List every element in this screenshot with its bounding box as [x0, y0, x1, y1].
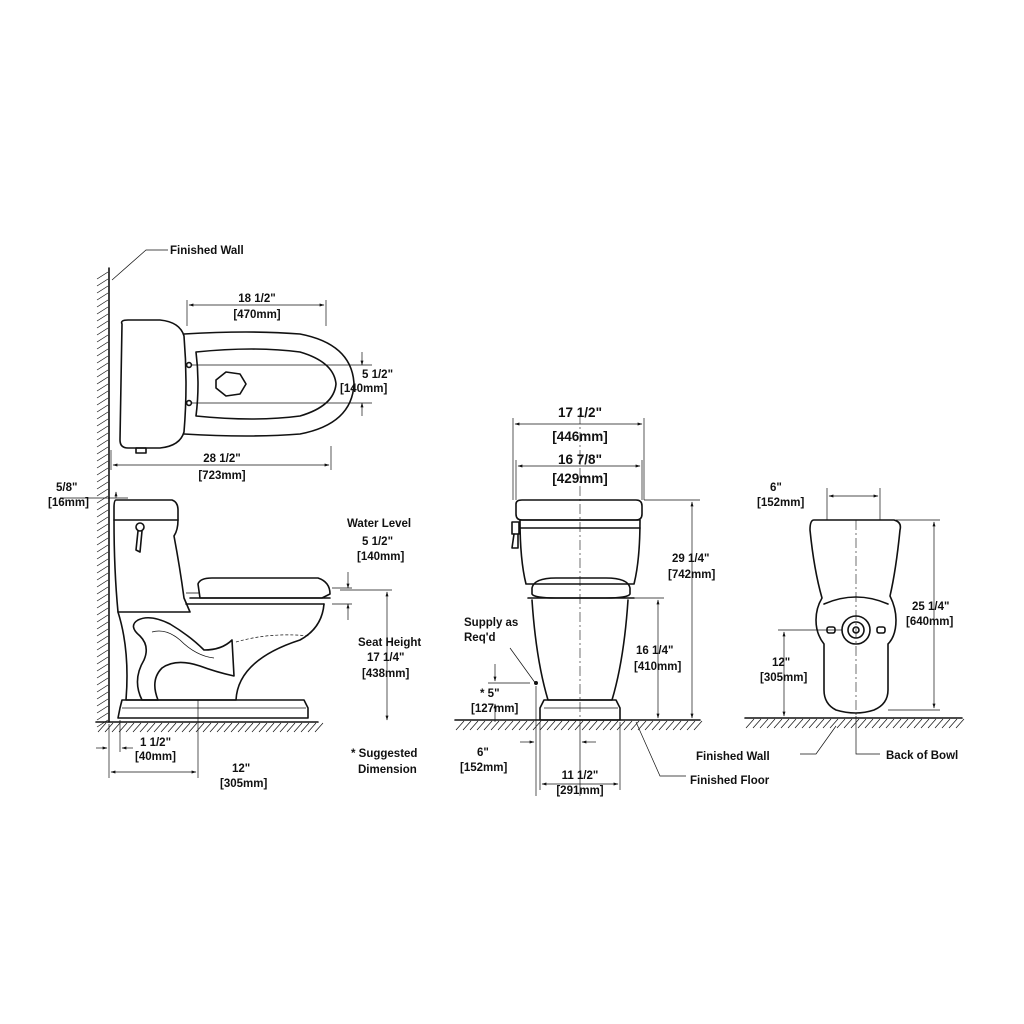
label-front-total-in: 29 1/4" — [672, 553, 709, 565]
label-wall-gap-in: 5/8" — [56, 482, 77, 494]
side-view — [113, 499, 331, 719]
label-suggested-1: * Suggested — [351, 748, 417, 760]
front-view-tank — [519, 519, 641, 585]
finished-floor-right — [744, 717, 965, 729]
label-back-of-bowl: Back of Bowl — [886, 750, 958, 762]
label-finished-floor: Finished Floor — [690, 775, 770, 787]
label-back-rough-mm: [305mm] — [760, 672, 807, 684]
label-supply-x-in: 6" — [477, 747, 489, 759]
finished-wall-hatch — [96, 267, 110, 728]
top-view-bowl — [183, 331, 355, 437]
label-top-width-in: 18 1/2" — [238, 293, 275, 305]
label-water-level-mm: [140mm] — [357, 551, 404, 563]
top-view-outlet — [215, 371, 247, 397]
label-front-tank-mm: [446mm] — [552, 429, 608, 444]
label-finished-wall-bottom: Finished Wall — [696, 751, 770, 763]
label-top-bolt-mm: [140mm] — [340, 383, 387, 395]
side-view-trapway — [132, 616, 235, 701]
label-front-base-in: 11 1/2" — [562, 770, 599, 782]
label-water-level: Water Level — [347, 518, 411, 530]
label-front-rim-in: 16 1/4" — [636, 645, 673, 657]
side-view-flush-lever — [135, 522, 145, 532]
finished-floor-middle — [454, 719, 703, 731]
front-view-tank-lid — [515, 499, 643, 521]
label-seat-height-in: 17 1/4" — [367, 652, 404, 664]
label-back-height-mm: [640mm] — [906, 616, 953, 628]
label-front-total-mm: [742mm] — [668, 569, 715, 581]
label-front-lid-mm: [429mm] — [552, 471, 608, 486]
label-top-length-in: 28 1/2" — [203, 453, 240, 465]
label-suggested-2: Dimension — [358, 764, 417, 776]
label-supply-x-mm: [152mm] — [460, 762, 507, 774]
top-view-bowl-inner — [195, 348, 337, 420]
side-view-bowl — [117, 603, 325, 701]
bolt-hole-top — [185, 361, 193, 369]
label-back-width-mm: [152mm] — [757, 497, 804, 509]
top-view-tank-lever — [135, 447, 147, 454]
label-front-base-mm: [291mm] — [556, 785, 603, 797]
top-view — [119, 319, 355, 454]
label-side-rough-mm: [305mm] — [220, 778, 267, 790]
top-view-tank — [119, 319, 187, 449]
label-front-tank-in: 17 1/2" — [558, 405, 602, 420]
side-view-base — [117, 699, 309, 719]
label-finished-wall-top: Finished Wall — [170, 245, 244, 257]
label-side-base-in: 1 1/2" — [140, 737, 171, 749]
label-supply-h-in: * 5" — [480, 688, 500, 700]
label-back-rough-in: 12" — [772, 657, 790, 669]
back-view — [809, 519, 902, 716]
finished-floor-left — [95, 721, 324, 733]
label-front-rim-mm: [410mm] — [634, 661, 681, 673]
label-wall-gap-mm: [16mm] — [48, 497, 89, 509]
label-seat-height: Seat Height — [358, 637, 421, 649]
label-top-length-mm: [723mm] — [198, 470, 245, 482]
label-top-bolt-in: 5 1/2" — [362, 369, 393, 381]
front-view — [511, 414, 643, 722]
front-view-seat — [531, 577, 631, 599]
label-side-rough-in: 12" — [232, 763, 250, 775]
label-back-width-in: 6" — [770, 482, 782, 494]
label-supply-1: Supply as — [464, 617, 518, 629]
label-front-lid-in: 16 7/8" — [558, 452, 602, 467]
front-view-flush-lever — [511, 521, 520, 535]
label-supply-h-mm: [127mm] — [471, 703, 518, 715]
label-supply-2: Req'd — [464, 632, 496, 644]
side-view-seat — [197, 577, 331, 599]
side-view-tank — [113, 499, 191, 613]
label-top-width-mm: [470mm] — [233, 309, 280, 321]
label-seat-height-mm: [438mm] — [362, 668, 409, 680]
label-water-level-in: 5 1/2" — [362, 536, 393, 548]
bolt-hole-bottom — [185, 399, 193, 407]
label-side-base-mm: [40mm] — [135, 751, 176, 763]
front-view-base — [539, 699, 621, 721]
label-back-height-in: 25 1/4" — [912, 601, 949, 613]
back-view-tank — [809, 519, 902, 714]
